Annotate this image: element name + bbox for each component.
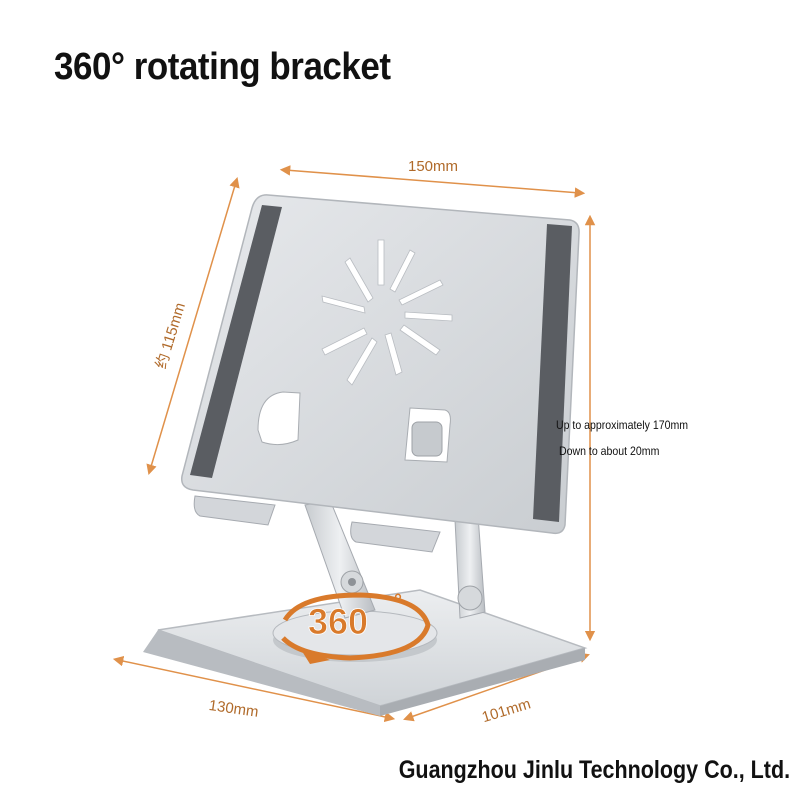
min-height-note: Down to about 20mm bbox=[559, 444, 660, 458]
support-arms bbox=[304, 499, 486, 619]
vent-pattern bbox=[321, 239, 453, 386]
width-label: 150mm bbox=[408, 158, 459, 175]
rotation-value: 360 bbox=[308, 601, 368, 642]
max-height-note: Up to approximately 170mm bbox=[556, 418, 689, 432]
rotation-badge: 360 ° bbox=[281, 591, 431, 664]
company-name: Guangzhou Jinlu Technology Co., Ltd. bbox=[398, 756, 790, 784]
page-title: 360° rotating bracket bbox=[54, 46, 391, 88]
dimension-lines bbox=[112, 165, 596, 723]
rotation-degree: ° bbox=[394, 591, 402, 613]
tablet-plate bbox=[180, 194, 580, 553]
